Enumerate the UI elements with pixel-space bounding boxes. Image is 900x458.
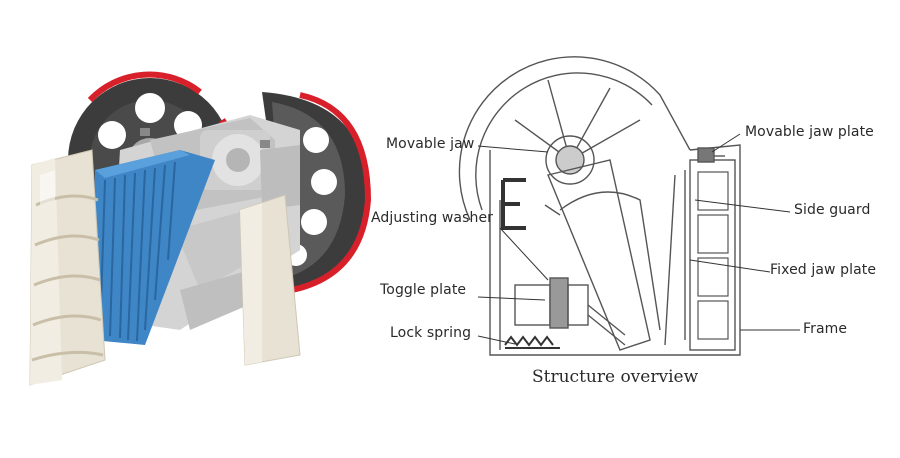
structure-schematic bbox=[458, 56, 741, 356]
jaw-plate-render bbox=[92, 150, 215, 345]
label-movable-jaw: Movable jaw bbox=[386, 136, 475, 152]
label-adjusting-washer: Adjusting washer bbox=[371, 210, 494, 226]
label-fixed-jaw-plate: Fixed jaw plate bbox=[770, 262, 877, 278]
front-frame-render bbox=[29, 149, 301, 386]
label-toggle-plate: Toggle plate bbox=[380, 282, 467, 298]
diagram-caption: Structure overview bbox=[532, 367, 699, 387]
label-lock-spring: Lock spring bbox=[390, 325, 472, 341]
label-frame: Frame bbox=[803, 321, 848, 337]
schematic-frame bbox=[489, 144, 741, 356]
schematic-flywheel bbox=[458, 56, 691, 221]
schematic-lock-spring bbox=[504, 335, 554, 347]
label-side-guard: Side guard bbox=[794, 202, 871, 218]
label-movable-jaw-plate: Movable jaw plate bbox=[745, 124, 874, 140]
leader-lines bbox=[477, 133, 800, 345]
crusher-3d-render bbox=[29, 71, 372, 386]
